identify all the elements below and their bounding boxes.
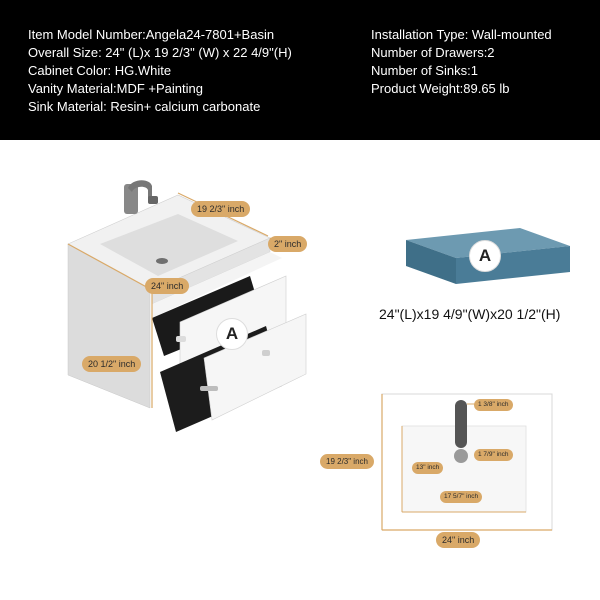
depth-tag: 19 2/3" inch — [191, 201, 251, 217]
spec-vanity-material: Vanity Material:MDF +Painting — [28, 81, 203, 96]
top-thickness-tag: 2" inch — [268, 236, 308, 252]
width-tag: 24" inch — [145, 278, 190, 294]
faucet-top-view — [455, 400, 467, 448]
drain-top-view — [454, 449, 468, 463]
vanity-part-a-marker: A — [216, 318, 248, 350]
spec-model-number: Item Model Number:Angela24-7801+Basin — [28, 27, 275, 42]
part-a-dimensions: 24"(L)x19 4/9"(W)x20 1/2"(H) — [379, 306, 561, 322]
spec-installation-type: Installation Type: Wall-mounted — [371, 27, 552, 42]
spec-list-right: Installation Type: Wall-mounted Number o… — [371, 26, 552, 98]
height-tag: 20 1/2" inch — [82, 356, 142, 372]
part-a-marker: A — [469, 240, 501, 272]
spec-overall-size: Overall Size: 24" (L)x 19 2/3" (W) x 22 … — [28, 45, 292, 60]
overall-width-tag: 24" inch — [436, 532, 481, 548]
spec-cabinet-color: Cabinet Color: HG.White — [28, 63, 172, 78]
faucet-offset-tag: 1 3/8" inch — [474, 399, 513, 411]
faucet — [124, 184, 138, 214]
basin-bowl — [100, 214, 238, 276]
bowl-depth-tag: 13" inch — [412, 462, 444, 474]
overall-depth-tag: 19 2/3" inch — [320, 454, 374, 469]
bowl-width-tag: 17 5/7" inch — [440, 491, 483, 503]
spec-sink-material: Sink Material: Resin+ calcium carbonate — [28, 99, 261, 114]
drain — [156, 258, 168, 264]
spec-product-weight: Product Weight:89.65 lb — [371, 81, 510, 96]
spec-drawer-count: Number of Drawers:2 — [371, 45, 495, 60]
spec-header: Item Model Number:Angela24-7801+Basin Ov… — [0, 0, 600, 140]
drain-size-tag: 1 7/9" inch — [474, 449, 513, 461]
spec-list-left: Item Model Number:Angela24-7801+Basin Ov… — [28, 26, 292, 116]
lower-drawer-front — [203, 313, 307, 421]
spec-sink-count: Number of Sinks:1 — [371, 63, 478, 78]
